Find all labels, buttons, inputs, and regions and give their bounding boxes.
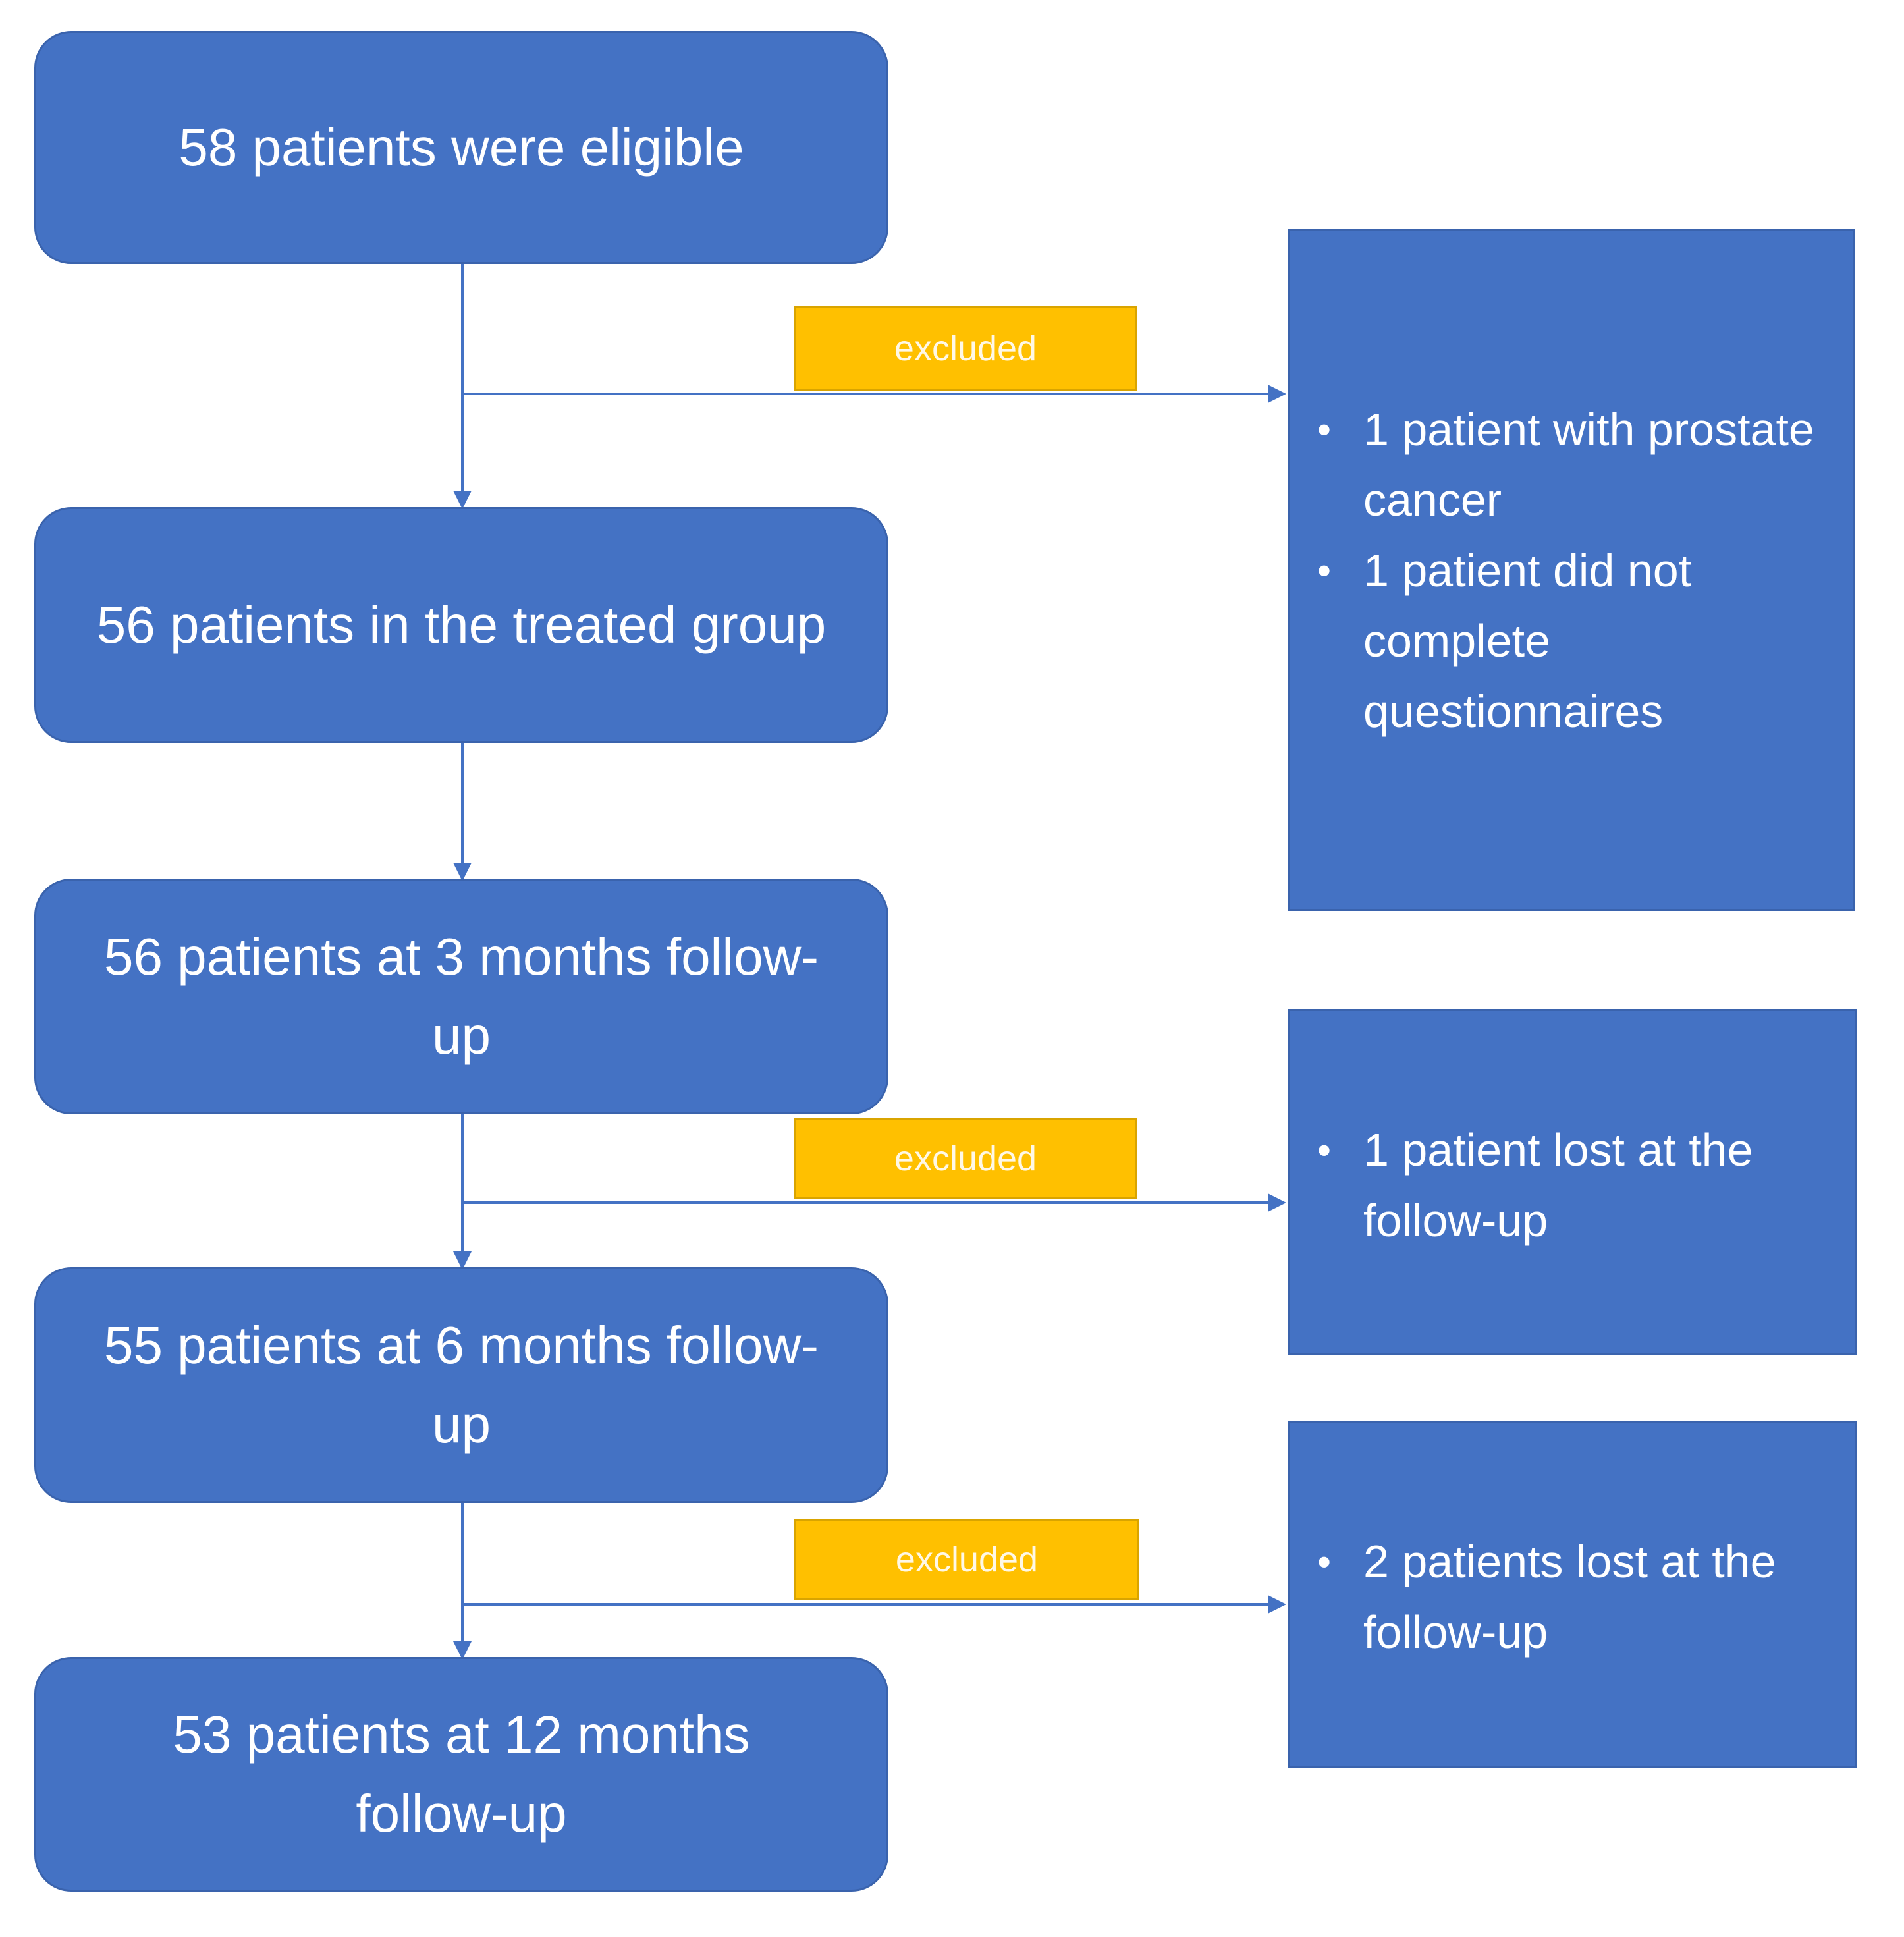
exclusion-list-2: 1 patient lost at the follow-up xyxy=(1290,1115,1829,1256)
arrowhead-3m xyxy=(453,863,472,881)
stage-12-months-label: 53 patients at 12 months follow-up xyxy=(173,1705,750,1843)
stage-treated: 56 patients in the treated group xyxy=(34,507,888,743)
stage-eligible: 58 patients were eligible xyxy=(34,31,888,264)
excluded-tag-1: excluded xyxy=(794,306,1137,391)
stage-3-months: 56 patients at 3 months follow-up xyxy=(34,879,888,1114)
exclusion-list-1: 1 patient with prostate cancer 1 patient… xyxy=(1290,395,1826,747)
stage-3-months-label: 56 patients at 3 months follow-up xyxy=(103,927,819,1065)
excluded-tag-1-label: excluded xyxy=(894,329,1037,368)
excluded-tag-2-label: excluded xyxy=(894,1139,1037,1178)
exclusion-item: 1 patient did not complete questionnaire… xyxy=(1317,535,1826,747)
exclusion-arrowhead-1 xyxy=(1268,385,1286,403)
arrowhead-treated xyxy=(453,491,472,509)
arrowhead-12m xyxy=(453,1641,472,1660)
exclusion-box-1: 1 patient with prostate cancer 1 patient… xyxy=(1288,229,1855,911)
exclusion-arrowhead-3 xyxy=(1268,1595,1286,1614)
excluded-tag-3-label: excluded xyxy=(895,1540,1039,1579)
excluded-tag-2: excluded xyxy=(794,1118,1137,1199)
stage-eligible-label: 58 patients were eligible xyxy=(178,118,744,177)
exclusion-arrowhead-2 xyxy=(1268,1193,1286,1212)
stage-6-months: 55 patients at 6 months follow-up xyxy=(34,1267,888,1503)
stage-treated-label: 56 patients in the treated group xyxy=(96,595,827,654)
stage-12-months: 53 patients at 12 months follow-up xyxy=(34,1657,888,1892)
exclusion-item: 1 patient lost at the follow-up xyxy=(1317,1115,1829,1256)
arrowhead-6m xyxy=(453,1251,472,1270)
exclusion-box-3: 2 patients lost at the follow-up xyxy=(1288,1421,1857,1768)
exclusion-item: 1 patient with prostate cancer xyxy=(1317,395,1826,535)
excluded-tag-3: excluded xyxy=(794,1519,1139,1600)
exclusion-item: 2 patients lost at the follow-up xyxy=(1317,1527,1829,1668)
exclusion-list-3: 2 patients lost at the follow-up xyxy=(1290,1527,1829,1668)
stage-6-months-label: 55 patients at 6 months follow-up xyxy=(103,1316,819,1454)
exclusion-box-2: 1 patient lost at the follow-up xyxy=(1288,1009,1857,1355)
